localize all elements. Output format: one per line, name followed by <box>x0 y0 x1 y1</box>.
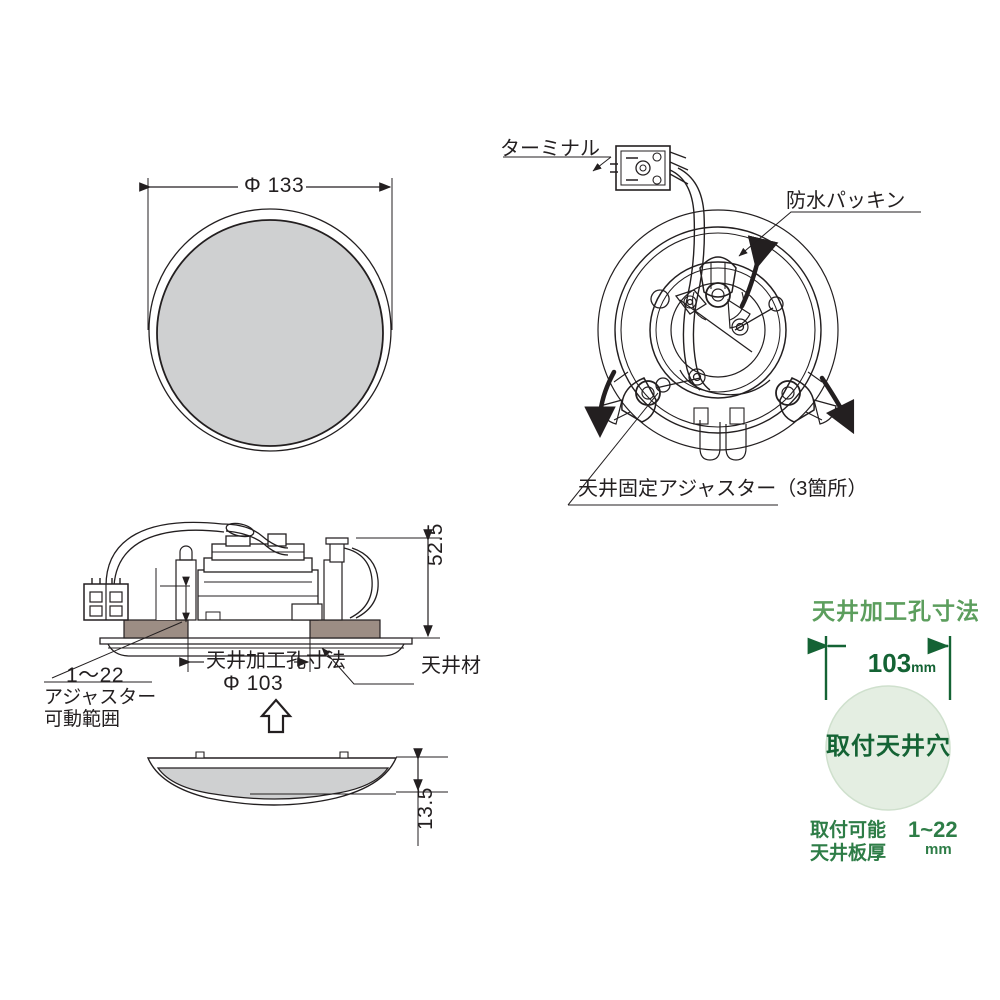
green-panel-thickness-value: 1~22 <box>908 817 958 842</box>
callout-terminal: ターミナル <box>500 138 600 160</box>
green-panel-thickness-label-line2: 天井板厚 <box>810 843 887 864</box>
green-panel-hole-width: 103mm <box>850 631 936 698</box>
green-panel-title: 天井加工孔寸法 <box>812 598 980 624</box>
green-panel-hole-width-unit: mm <box>911 659 937 676</box>
terminal-block-geometry <box>610 145 689 191</box>
section-view-geometry <box>44 521 440 685</box>
adjuster-range-label-line1: アジャスター <box>44 687 157 708</box>
section-hole-dimension-value: Φ 103 <box>223 672 284 695</box>
green-panel-hole-caption: 取付天井穴 <box>826 733 951 760</box>
adjuster-range-label-line2: 可動範囲 <box>44 709 121 730</box>
adjuster-range-value: 1〜22 <box>66 664 125 687</box>
green-panel-thickness-label-line1: 取付可能 <box>810 820 887 841</box>
front-view-diameter-label: Φ 133 <box>244 174 305 197</box>
section-hole-dimension-label: 天井加工孔寸法 <box>206 650 346 672</box>
front-view-geometry <box>139 178 393 452</box>
callout-waterproof-packing: 防水パッキン <box>786 190 906 212</box>
green-panel-geometry <box>807 636 952 811</box>
green-panel-hole-width-value: 103 <box>867 648 912 679</box>
callout-ceiling-fixing-adjuster: 天井固定アジャスター（3箇所） <box>578 478 868 500</box>
profile-view-geometry <box>146 698 448 846</box>
callout-ceiling-material: 天井材 <box>421 655 481 677</box>
section-height-dimension: 52.5 <box>424 523 447 566</box>
rear-view-geometry <box>503 145 921 506</box>
green-panel-thickness-unit: mm <box>925 841 952 858</box>
profile-thickness-dimension: 13.5 <box>414 787 437 830</box>
